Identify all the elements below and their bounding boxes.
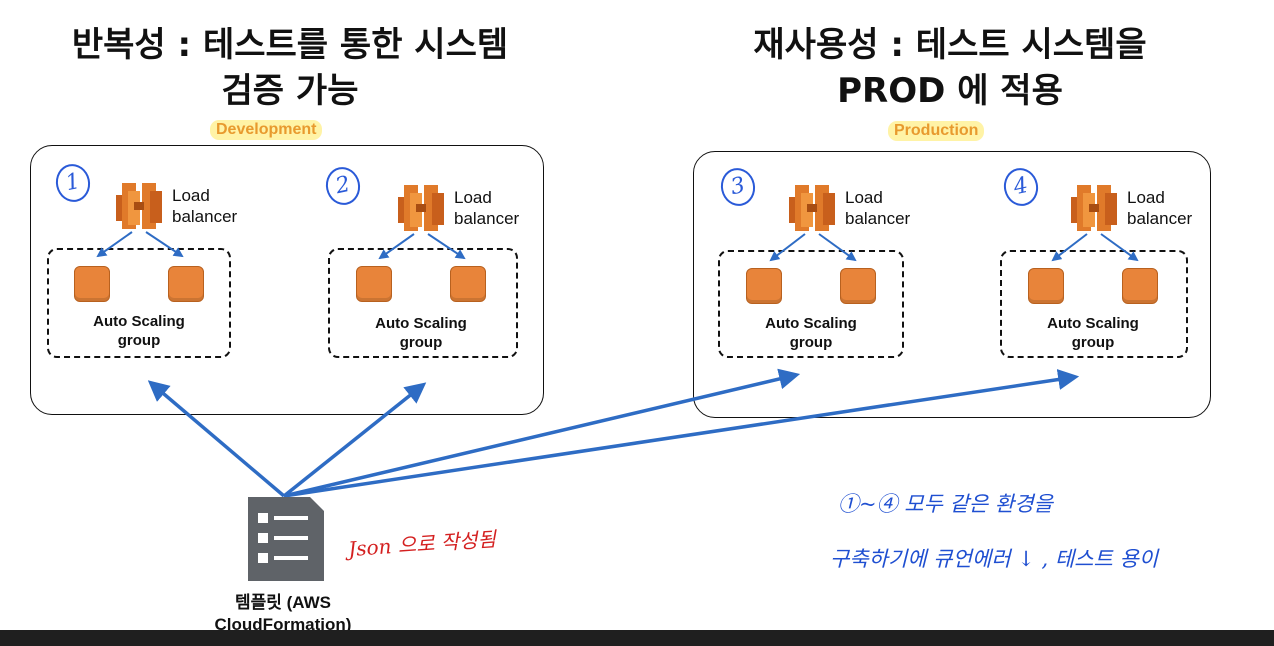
ec2-instance-icon xyxy=(840,268,876,304)
asg-box-4 xyxy=(1000,250,1188,358)
title-right-line2: PROD 에 적용 xyxy=(837,71,1063,111)
asg-label-1: Auto Scaling group xyxy=(64,312,214,350)
lb-label-line2: balancer xyxy=(454,209,520,228)
ec2-instance-icon xyxy=(74,266,110,302)
asg-label-line1: Auto Scaling xyxy=(375,315,467,332)
title-right-line1: 재사용성 : 테스트 시스템을 xyxy=(753,25,1147,65)
title-right: 재사용성 : 테스트 시스템을 PROD 에 적용 xyxy=(690,22,1210,114)
lb-label-line1: Load xyxy=(454,188,492,207)
bottom-bar xyxy=(0,630,1274,646)
development-label: Development xyxy=(210,120,323,140)
title-left-line1: 반복성 : 테스트를 통한 시스템 xyxy=(71,25,509,65)
lb-label-line2: balancer xyxy=(172,207,238,226)
lb-label-line2: balancer xyxy=(845,209,911,228)
load-balancer-icon xyxy=(789,185,835,231)
lb-label-2: Load balancer xyxy=(454,187,519,229)
asg-label-line2: group xyxy=(789,334,833,351)
summary-note-line1: ①~④ 모두 같은 환경을 xyxy=(838,492,1053,516)
production-label: Production xyxy=(888,121,985,141)
ec2-instance-icon xyxy=(168,266,204,302)
deploy-arrows xyxy=(147,368,1080,498)
lb-label-line1: Load xyxy=(845,188,883,207)
lb-distribution-arrows xyxy=(96,231,1139,262)
asg-box-3 xyxy=(718,250,904,358)
lb-label-4: Load balancer xyxy=(1127,187,1192,229)
asg-label-line1: Auto Scaling xyxy=(1047,315,1139,332)
asg-label-line2: group xyxy=(117,332,161,349)
asg-label-4: Auto Scaling group xyxy=(1018,314,1168,352)
title-left: 반복성 : 테스트를 통한 시스템 검증 가능 xyxy=(20,22,560,114)
asg-label-line1: Auto Scaling xyxy=(93,313,185,330)
ec2-instance-icon xyxy=(356,266,392,302)
lb-label-3: Load balancer xyxy=(845,187,910,229)
asg-box-1 xyxy=(47,248,231,358)
lb-label-line2: balancer xyxy=(1127,209,1193,228)
load-balancer-icon xyxy=(1071,185,1117,231)
asg-box-2 xyxy=(328,248,518,358)
asg-label-line1: Auto Scaling xyxy=(765,315,857,332)
asg-label-2: Auto Scaling group xyxy=(346,314,496,352)
ec2-instance-icon xyxy=(746,268,782,304)
asg-label-line2: group xyxy=(1071,334,1115,351)
asg-label-line2: group xyxy=(399,334,443,351)
template-label-line1: 템플릿 (AWS xyxy=(234,593,332,612)
cloudformation-template-icon xyxy=(248,497,324,581)
ec2-instance-icon xyxy=(1028,268,1064,304)
ec2-instance-icon xyxy=(450,266,486,302)
ec2-instance-icon xyxy=(1122,268,1158,304)
title-left-line2: 검증 가능 xyxy=(221,71,359,111)
summary-note-line2: 구축하기에 큐언에러 ↓ , 테스트 용이 xyxy=(830,547,1159,571)
lb-label-line1: Load xyxy=(172,186,210,205)
load-balancer-icon xyxy=(116,183,162,229)
asg-label-3: Auto Scaling group xyxy=(736,314,886,352)
load-balancer-icon xyxy=(398,185,444,231)
lb-label-line1: Load xyxy=(1127,188,1165,207)
template-label-line2: CloudFormation) xyxy=(214,615,352,634)
template-label: 템플릿 (AWS CloudFormation) xyxy=(173,592,393,636)
lb-label-1: Load balancer xyxy=(172,185,237,227)
